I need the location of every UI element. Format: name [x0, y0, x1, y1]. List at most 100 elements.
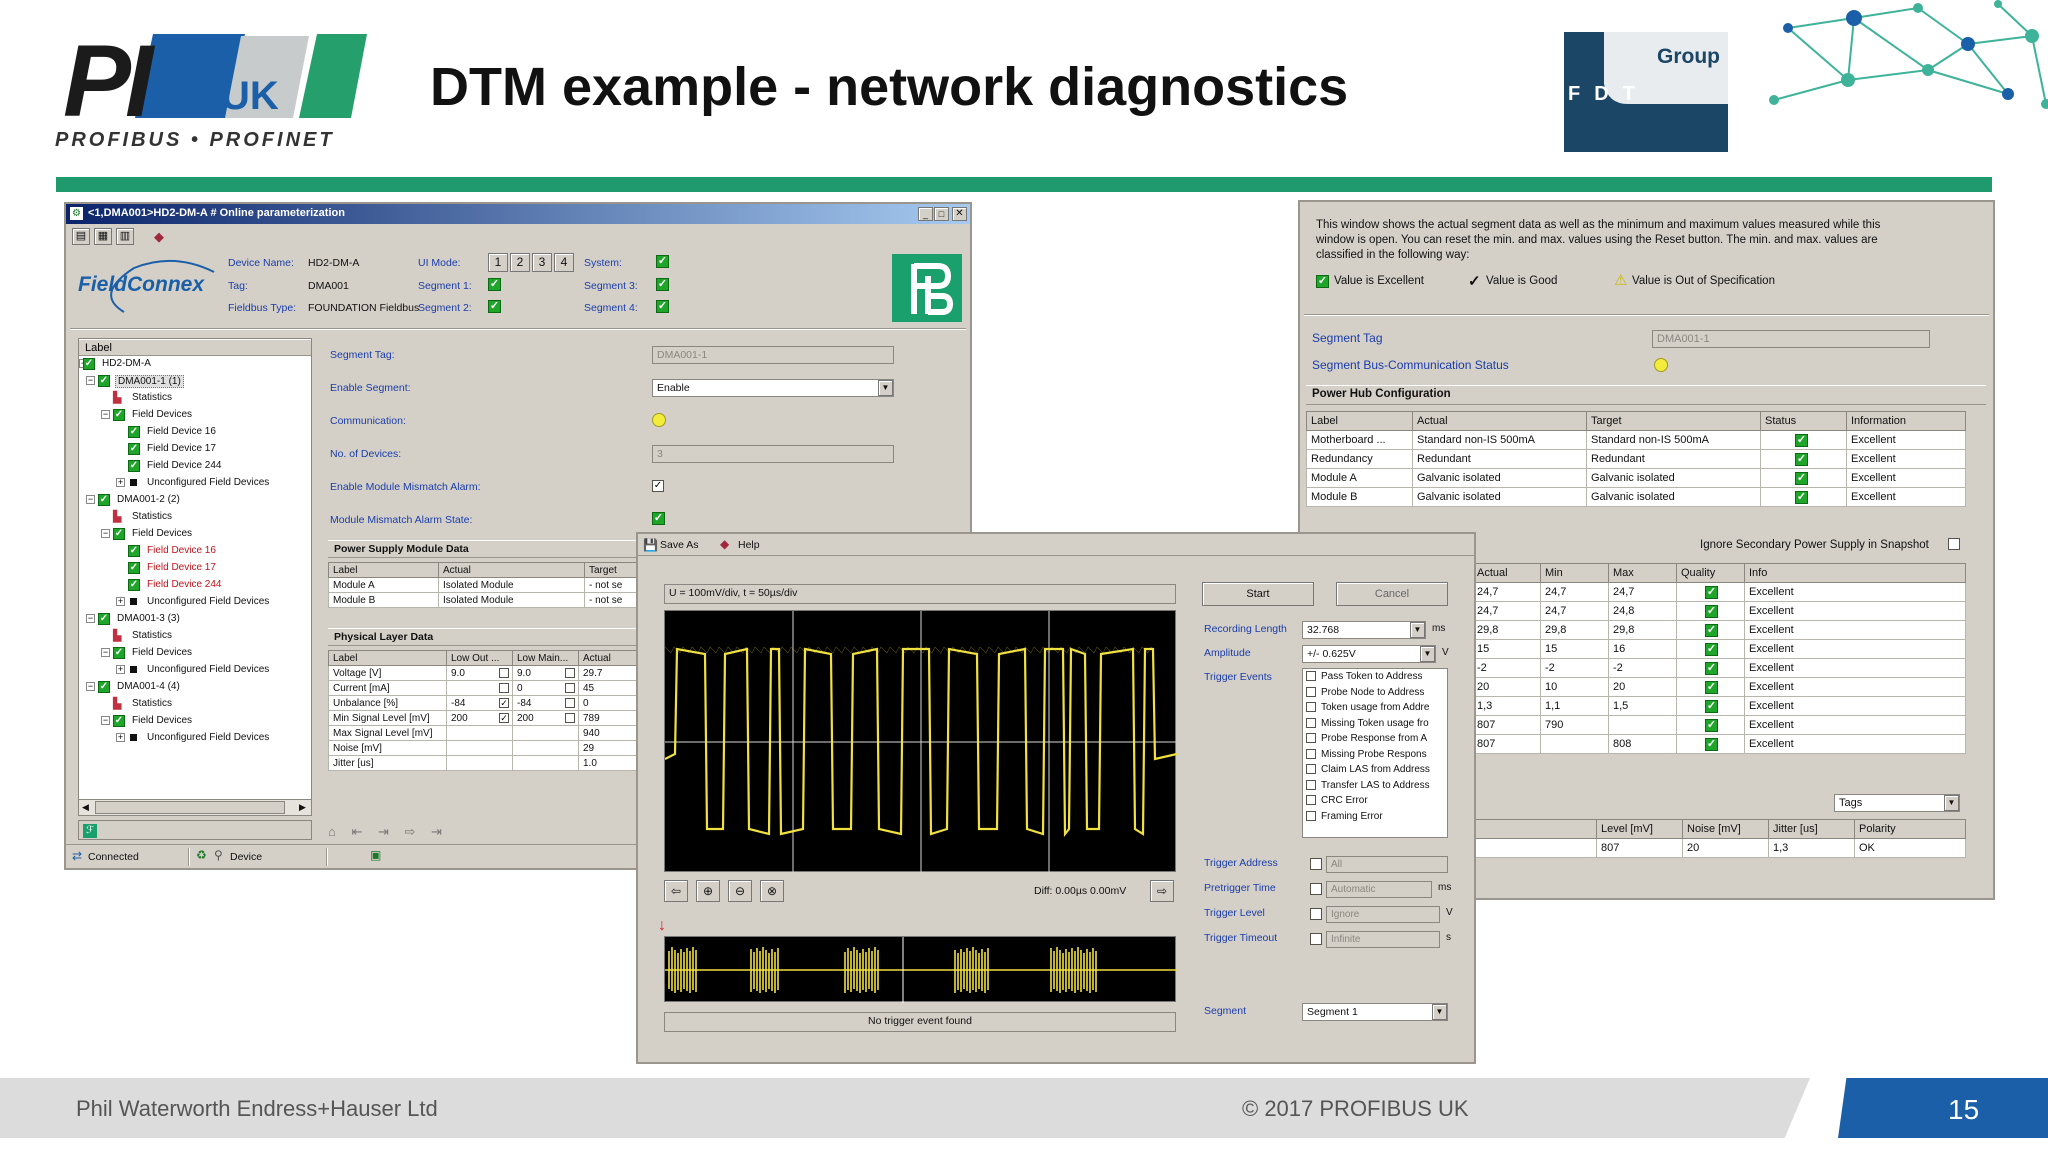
maximize-button[interactable]: □ [934, 207, 949, 221]
tree-item[interactable]: ✓Field Device 17 [79, 441, 311, 458]
expand-icon[interactable]: + [116, 596, 125, 606]
pretrigger-field[interactable]: Automatic [1326, 881, 1432, 898]
trigger-event-checkbox[interactable] [1306, 748, 1316, 759]
tree-item[interactable]: +Unconfigured Field Devices [79, 594, 311, 611]
tree-item[interactable]: ✓Field Device 16 [79, 543, 311, 560]
collapse-icon[interactable]: − [86, 681, 95, 691]
scroll-left-button[interactable]: ⇦ [664, 880, 688, 902]
limit-checkbox[interactable] [565, 713, 575, 723]
table-row[interactable]: Max Signal Level [mV]940 [328, 725, 644, 741]
limit-checkbox[interactable] [499, 683, 509, 693]
limit-checkbox[interactable] [565, 698, 575, 708]
recording-length-select[interactable]: 32.768 [1302, 621, 1426, 639]
ui-mode-1-button[interactable]: 1 [488, 253, 508, 272]
list-view-icon[interactable]: ▥ [116, 228, 134, 245]
trigger-level-checkbox[interactable] [1310, 908, 1322, 920]
enable-segment-dropdown-arrow[interactable]: ▼ [878, 380, 893, 396]
trigger-event-item[interactable]: Framing Error [1303, 809, 1447, 825]
enable-segment-select[interactable]: Enable [652, 379, 894, 397]
no-devices-field[interactable]: 3 [652, 445, 894, 463]
ui-mode-4-button[interactable]: 4 [554, 253, 574, 272]
help-icon[interactable]: ◆ [720, 537, 730, 551]
trigger-address-field[interactable]: All [1326, 856, 1448, 873]
tree-item[interactable]: ▙Statistics [79, 628, 311, 645]
trigger-event-item[interactable]: Transfer LAS to Address [1303, 778, 1447, 794]
table-row[interactable]: Jitter [us]1.0 [328, 755, 644, 771]
collapse-icon[interactable]: − [101, 647, 110, 657]
tree-item[interactable]: +Unconfigured Field Devices [79, 475, 311, 492]
trigger-event-item[interactable]: Probe Response from A [1303, 731, 1447, 747]
amplitude-dropdown-arrow[interactable]: ▼ [1420, 646, 1435, 662]
table-row[interactable]: 807 20 1,3 OK [1472, 838, 1966, 858]
trigger-timeout-checkbox[interactable] [1310, 933, 1322, 945]
tree-item[interactable]: −✓Field Devices [79, 407, 311, 424]
eraser-icon[interactable]: ◆ [154, 229, 164, 244]
tree-item[interactable]: ✓Field Device 244 [79, 458, 311, 475]
collapse-icon[interactable]: − [101, 715, 110, 725]
limit-checkbox[interactable] [565, 668, 575, 678]
minimize-button[interactable]: _ [918, 207, 933, 221]
tree-item[interactable]: ▙Statistics [79, 696, 311, 713]
trigger-event-checkbox[interactable] [1306, 702, 1316, 712]
collapse-icon[interactable]: − [101, 409, 110, 419]
overview-display[interactable] [664, 936, 1177, 1003]
grid-view-icon[interactable]: ▦ [94, 228, 112, 245]
save-icon[interactable]: 💾 [643, 538, 658, 552]
tree-item[interactable]: +Unconfigured Field Devices [79, 662, 311, 679]
cancel-button[interactable]: Cancel [1336, 582, 1448, 606]
tree-item[interactable]: −✓DMA001-1 (1) [79, 373, 311, 390]
tree-item[interactable]: −✓DMA001-4 (4) [79, 679, 311, 696]
expand-icon[interactable]: + [116, 664, 125, 674]
zoom-fit-button[interactable]: ⊗ [760, 880, 784, 902]
waveform-display[interactable] [664, 610, 1177, 873]
tree-item[interactable]: ✓Field Device 16 [79, 424, 311, 441]
tree-item[interactable]: −✓DMA001-3 (3) [79, 611, 311, 628]
trigger-event-checkbox[interactable] [1306, 733, 1316, 743]
trigger-event-item[interactable]: Token usage from Addre [1303, 700, 1447, 716]
segment-dropdown-arrow[interactable]: ▼ [1432, 1004, 1447, 1020]
segment-tag-field[interactable]: DMA001-1 [1652, 330, 1930, 348]
tree-item[interactable]: ▙Statistics [79, 390, 311, 407]
trigger-event-checkbox[interactable] [1306, 686, 1316, 697]
fp-icon[interactable]: ℱ [83, 824, 97, 838]
scroll-thumb[interactable] [95, 801, 285, 814]
tree-item[interactable]: −✓Field Devices [79, 645, 311, 662]
tree-item[interactable]: −✓HD2-DM-A [79, 356, 311, 373]
limit-checkbox[interactable]: ✓ [499, 698, 509, 708]
nav-icons[interactable]: ⌂ ⇤ ⇥ ⇨ ⇥ [328, 824, 448, 839]
recording-length-dropdown-arrow[interactable]: ▼ [1410, 622, 1425, 638]
trigger-event-item[interactable]: CRC Error [1303, 793, 1447, 809]
mismatch-alarm-checkbox[interactable]: ✓ [652, 480, 664, 492]
zoom-out-button[interactable]: ⊖ [728, 880, 752, 902]
tree-item[interactable]: +Unconfigured Field Devices [79, 730, 311, 747]
tree-item[interactable]: ✓Field Device 17 [79, 560, 311, 577]
segment-tag-field[interactable]: DMA001-1 [652, 346, 894, 364]
ui-mode-3-button[interactable]: 3 [532, 253, 552, 272]
tags-select[interactable]: Tags [1834, 794, 1960, 812]
collapse-icon[interactable]: − [86, 375, 95, 385]
trigger-event-item[interactable]: Probe Node to Address [1303, 685, 1447, 701]
close-button[interactable]: ✕ [952, 207, 967, 221]
scroll-right-icon[interactable]: ▶ [299, 802, 306, 812]
trigger-event-checkbox[interactable] [1306, 717, 1316, 728]
zoom-in-button[interactable]: ⊕ [696, 880, 720, 902]
save-as-button[interactable]: Save As [660, 539, 699, 551]
segment-select[interactable]: Segment 1 [1302, 1003, 1448, 1021]
ignore-secondary-checkbox[interactable] [1948, 538, 1960, 550]
ui-mode-2-button[interactable]: 2 [510, 253, 530, 272]
trigger-event-item[interactable]: Missing Token usage fro [1303, 716, 1447, 732]
limit-checkbox[interactable]: ✓ [499, 713, 509, 723]
tree-item[interactable]: −✓Field Devices [79, 713, 311, 730]
collapse-icon[interactable]: − [86, 613, 95, 623]
collapse-icon[interactable]: − [86, 494, 95, 504]
